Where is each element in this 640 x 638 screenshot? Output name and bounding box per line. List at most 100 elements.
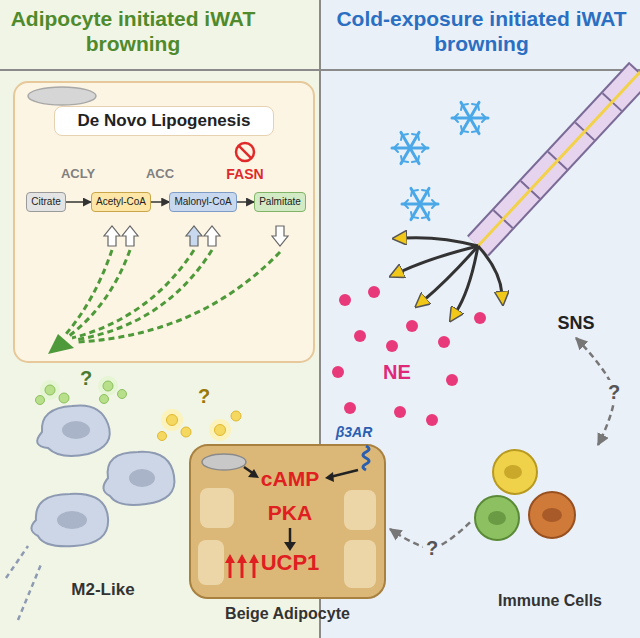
beige-adipocyte-cell — [190, 445, 385, 598]
norepinephrine-dots — [438, 336, 450, 348]
neurotransmitter-name: NE — [372, 360, 422, 384]
nerve-label-box: SNS — [548, 310, 604, 338]
beige-adipocyte-cell — [190, 445, 385, 598]
sympathetic-nerve — [478, 72, 640, 246]
receptor-name: β3AR — [324, 424, 384, 441]
upregulation-arrows — [225, 554, 235, 563]
panel-header: Cold-exposure initiated iWAT browning — [334, 6, 629, 56]
yellow-factor-dots — [167, 415, 178, 426]
connector — [576, 338, 614, 445]
enzyme-name: FASN — [220, 166, 270, 183]
sympathetic-nerve — [478, 246, 502, 294]
arrowheads — [325, 472, 334, 482]
metabolite-signal-arrows — [78, 252, 280, 342]
yellow-factor-dots — [161, 409, 183, 431]
immune-cells — [529, 492, 575, 538]
lipogenesis-cell — [14, 82, 314, 362]
metabolite-name: Citrate — [31, 196, 60, 208]
metabolite-box: Palmitate — [254, 192, 306, 212]
beige-adipocyte-cell — [200, 488, 234, 528]
norepinephrine-dots — [332, 286, 486, 426]
sympathetic-nerve — [424, 246, 478, 300]
recruitment-arrows — [18, 562, 42, 620]
sympathetic-nerve — [400, 72, 640, 312]
immune-cells — [504, 465, 522, 479]
immune-cell-group: Immune Cells — [470, 445, 630, 617]
panel-header: Adipocyte initiated iWAT browning — [8, 6, 258, 56]
signal-molecule: cAMP — [240, 466, 340, 491]
upregulation-arrows — [249, 554, 259, 563]
yellow-factor-dots — [158, 409, 242, 441]
connector — [390, 522, 470, 548]
upregulation-arrows — [241, 562, 244, 578]
sympathetic-nerve — [404, 238, 478, 246]
beige-adipocyte-cell — [198, 540, 224, 585]
norepinephrine-dots — [339, 294, 351, 306]
enzyme-name: ACLY — [53, 166, 103, 182]
change-arrows — [272, 226, 288, 246]
yellow-factor-dots — [215, 425, 226, 436]
recruitment-arrows — [6, 546, 42, 620]
immune-cells — [475, 496, 519, 540]
norepinephrine-dots — [354, 330, 366, 342]
macrophages — [37, 405, 110, 456]
macrophages — [31, 494, 108, 546]
snowflakes — [452, 102, 488, 133]
norepinephrine-dots — [426, 414, 438, 426]
beige-adipocyte-cell — [202, 454, 246, 470]
beige-adipocyte-cell — [344, 490, 376, 530]
lipogenesis-cell — [14, 82, 314, 362]
connector — [66, 201, 91, 203]
beige-adipocyte: cAMP PKA UCP1Beige Adipocyte — [185, 428, 390, 630]
upregulation-arrows — [229, 562, 232, 578]
upregulation-arrows — [225, 554, 259, 578]
background — [320, 0, 640, 638]
inhibition-symbol — [236, 143, 254, 161]
yellow-factor-dots — [181, 427, 191, 437]
change-arrows — [272, 226, 288, 246]
metabolite-signal-arrows — [69, 250, 130, 336]
snowflakes — [392, 132, 428, 163]
yellow-factor-dots — [231, 411, 241, 421]
immune-cells — [493, 450, 537, 494]
signal-molecule: PKA — [240, 500, 340, 525]
lipogenesis-cell — [28, 87, 96, 105]
green-factor-dots — [45, 385, 55, 395]
unknown-factor: ? — [74, 366, 98, 390]
upregulation-arrows — [253, 562, 256, 578]
green-factor-dots — [118, 390, 127, 399]
norepinephrine-dots — [446, 374, 458, 386]
sympathetic-nerve — [400, 238, 502, 312]
norepinephrine-dots — [332, 366, 344, 378]
signal-arrowhead — [48, 334, 74, 354]
beige-adipocyte-cell — [344, 540, 376, 588]
green-factor-dots — [59, 393, 69, 403]
change-arrows — [104, 226, 288, 246]
metabolite-box: Citrate — [26, 192, 65, 212]
green-factor-dots — [36, 396, 45, 405]
norepinephrine-dots — [394, 406, 406, 418]
protein-name: UCP1 — [240, 550, 340, 576]
yellow-factor-dots — [209, 419, 231, 441]
sympathetic-nerve — [478, 72, 640, 246]
beta3-receptor — [363, 446, 369, 470]
recruitment-arrows — [6, 546, 28, 578]
macrophages — [57, 511, 87, 529]
immune-cells — [475, 450, 575, 540]
norepinephrine-dots — [386, 340, 398, 352]
connector — [151, 201, 169, 203]
cell-label: Beige Adipocyte — [185, 604, 390, 623]
signalling-arrows — [289, 528, 292, 544]
nerve-label: SNS — [548, 313, 604, 335]
change-arrows — [186, 226, 202, 246]
sympathetic-nerve — [478, 72, 640, 246]
cell-label: M2-Like — [28, 580, 178, 600]
lipogenesis-box: CitrateAcetyl-CoAMalonyl-CoAPalmitateDe … — [14, 82, 314, 362]
snowflakes — [402, 188, 438, 219]
enzyme-name: ACC — [135, 166, 185, 182]
metabolite-name: Palmitate — [259, 196, 301, 208]
norepinephrine-dots — [406, 320, 418, 332]
metabolite-signal-arrows — [66, 250, 112, 334]
